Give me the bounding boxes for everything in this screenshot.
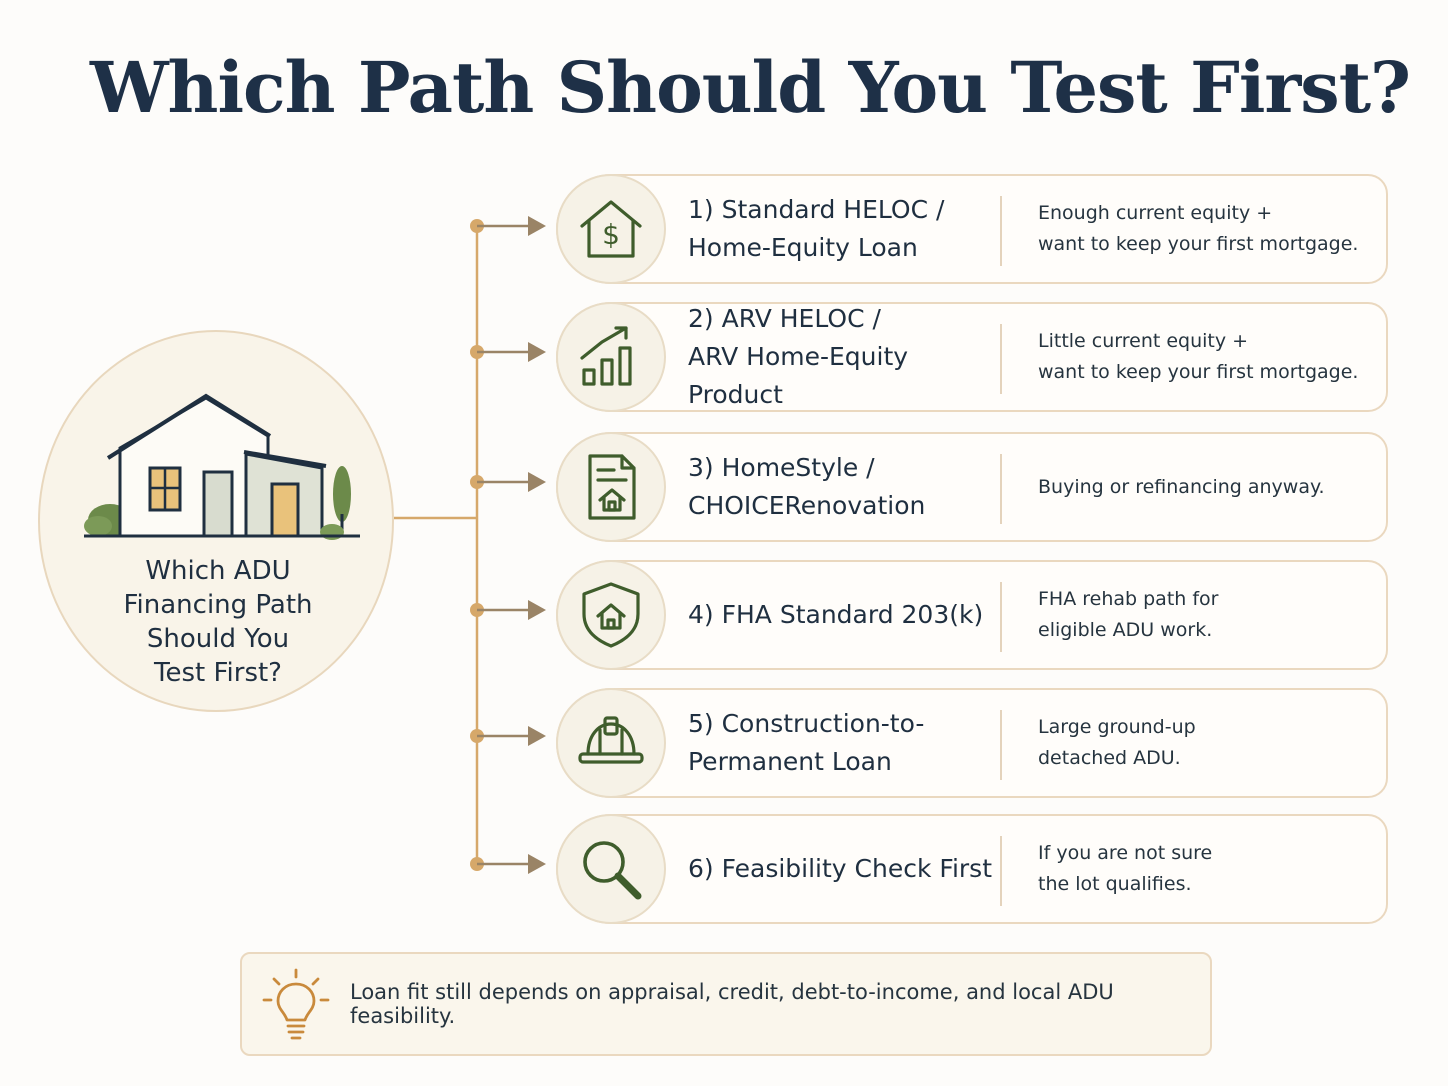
path-description: Large ground-up detached ADU. xyxy=(1038,716,1196,769)
path-card-arv-heloc: 2) ARV HELOC / ARV Home-Equity Product L… xyxy=(556,302,1388,412)
house-dollar-icon: $ xyxy=(556,174,666,284)
footnote-box: Loan fit still depends on appraisal, cre… xyxy=(240,952,1212,1056)
hub-label: Which ADU Financing Path Should You Test… xyxy=(123,556,313,688)
shield-house-icon xyxy=(556,560,666,670)
path-card-construction: 5) Construction-to- Permanent Loan Large… xyxy=(556,688,1388,798)
path-description: If you are not sure the lot qualifies. xyxy=(1038,842,1213,895)
path-description: Buying or refinancing anyway. xyxy=(1038,475,1325,498)
hub-circle: Which ADU Financing Path Should You Test… xyxy=(38,330,394,712)
path-title: 4) FHA Standard 203(k) xyxy=(688,600,984,629)
branch-arrow xyxy=(528,216,546,236)
path-card-feasibility: 6) Feasibility Check First If you are no… xyxy=(556,814,1388,924)
card-divider xyxy=(1000,582,1002,652)
path-title: 5) Construction-to- Permanent Loan xyxy=(688,709,925,776)
path-card-homestyle: 3) HomeStyle / CHOICERenovation Buying o… xyxy=(556,432,1388,542)
adu-house-illustration xyxy=(84,393,360,540)
hard-hat-icon xyxy=(556,688,666,798)
lightbulb-icon xyxy=(262,968,330,1040)
card-divider xyxy=(1000,196,1002,266)
growth-chart-icon xyxy=(556,302,666,412)
branch-arrow xyxy=(528,342,546,362)
document-house-icon xyxy=(556,432,666,542)
path-card-heloc: $ 1) Standard HELOC / Home-Equity Loan E… xyxy=(556,174,1388,284)
card-divider xyxy=(1000,710,1002,780)
branch-arrow xyxy=(528,600,546,620)
svg-text:$: $ xyxy=(602,218,620,251)
footnote-text: Loan fit still depends on appraisal, cre… xyxy=(350,980,1114,1028)
path-title: 6) Feasibility Check First xyxy=(688,854,993,883)
path-title: 1) Standard HELOC / Home-Equity Loan xyxy=(688,195,945,262)
path-description: FHA rehab path for eligible ADU work. xyxy=(1038,588,1219,641)
path-title: 2) ARV HELOC / ARV Home-Equity Product xyxy=(688,304,909,409)
card-divider xyxy=(1000,454,1002,524)
path-title: 3) HomeStyle / CHOICERenovation xyxy=(688,453,926,520)
branch-arrow xyxy=(528,854,546,874)
page-title: Which Path Should You Test First? xyxy=(89,46,1411,129)
path-description: Little current equity + want to keep you… xyxy=(1038,330,1359,383)
card-divider xyxy=(1000,836,1002,906)
branch-arrow xyxy=(528,472,546,492)
path-card-fha-203k: 4) FHA Standard 203(k) FHA rehab path fo… xyxy=(556,560,1388,670)
magnifier-icon xyxy=(556,814,666,924)
path-description: Enough current equity + want to keep you… xyxy=(1038,202,1359,255)
branch-arrow xyxy=(528,726,546,746)
card-divider xyxy=(1000,324,1002,394)
